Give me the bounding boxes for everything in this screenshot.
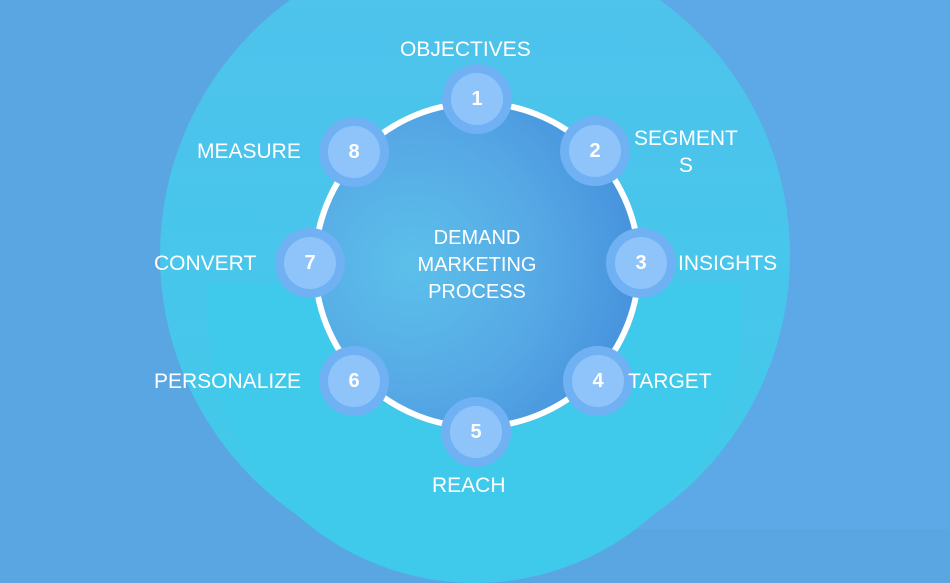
step-number-2: 2 <box>569 125 621 177</box>
step-label-personalize: PERSONALIZE <box>154 370 302 393</box>
step-label-convert: CONVERT <box>154 252 257 275</box>
step-label-objectives: OBJECTIVES <box>400 38 531 61</box>
step-node-6: 6 <box>319 346 389 416</box>
step-number-4: 4 <box>572 355 624 407</box>
step-label-insights: INSIGHTS <box>678 252 778 275</box>
step-label-measure: MEASURE <box>197 140 301 163</box>
center-title-line-3: PROCESS <box>428 281 526 303</box>
step-label-segments-line-2: S <box>678 154 693 177</box>
center-title: DEMAND MARKETING PROCESS <box>377 225 577 306</box>
center-title-line-2: MARKETING <box>417 254 537 276</box>
step-node-8: 8 <box>319 117 389 187</box>
step-node-4: 4 <box>563 346 633 416</box>
step-number-6: 6 <box>328 355 380 407</box>
center-title-line-1: DEMAND <box>433 227 521 249</box>
step-label-reach: REACH <box>432 474 506 497</box>
step-number-5: 5 <box>450 406 502 458</box>
step-label-target: TARGET <box>628 370 712 393</box>
step-node-7: 7 <box>275 228 345 298</box>
step-number-1: 1 <box>451 73 503 125</box>
step-label-segments-line-1: SEGMENT <box>634 127 738 150</box>
step-number-7: 7 <box>284 237 336 289</box>
step-node-2: 2 <box>560 116 630 186</box>
step-label-segments: SEGMENT S <box>634 125 738 179</box>
step-number-8: 8 <box>328 126 380 178</box>
step-node-3: 3 <box>606 228 676 298</box>
step-node-5: 5 <box>441 397 511 467</box>
step-number-3: 3 <box>615 237 667 289</box>
step-node-1: 1 <box>442 64 512 134</box>
